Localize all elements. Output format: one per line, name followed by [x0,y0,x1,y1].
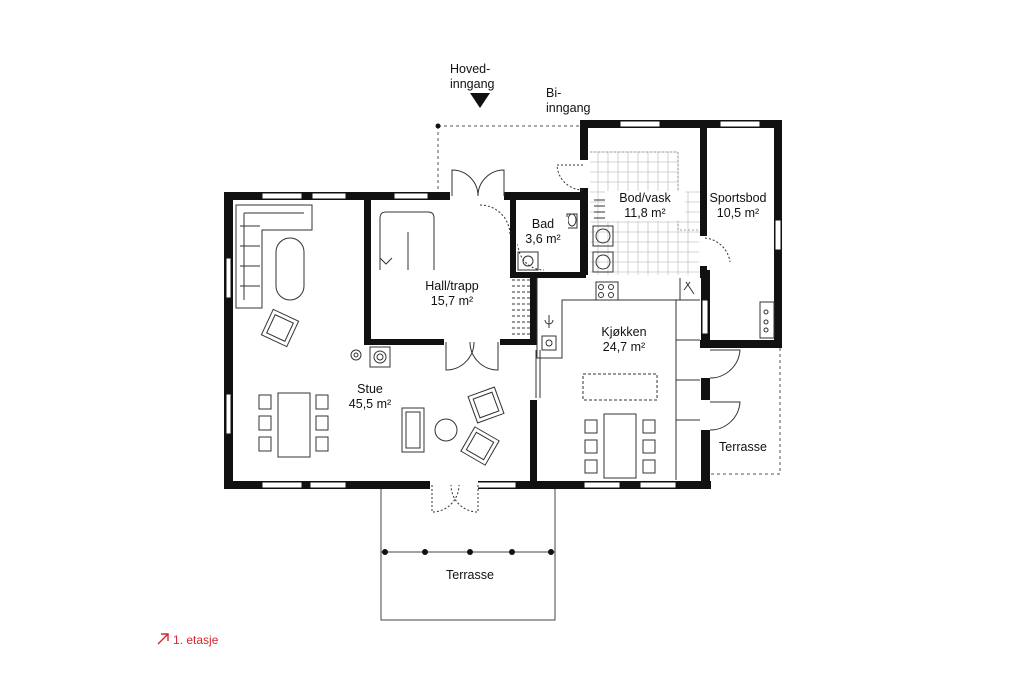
room-name: Hall/trapp [425,279,479,293]
door-openings [430,160,711,490]
room-area: 11,8 m² [605,206,685,221]
room-name: Terrasse [446,568,494,582]
outdoor-outlines [437,125,781,475]
arrow-up-right-icon [157,633,169,645]
terrace-posts [382,549,554,555]
room-name: Stue [357,382,383,396]
windows [225,120,782,489]
room-area: 10,5 m² [716,206,760,220]
walls [224,120,782,489]
floor-caption-text: 1. etasje [173,633,219,647]
room-terrasse-right: Terrasse [708,440,778,455]
room-name: Terrasse [719,440,767,454]
kitchen-fixtures [536,278,700,480]
room-name: Bad [531,217,555,231]
room-area: 24,7 m² [602,340,646,354]
room-name: Kjøkken [601,325,647,339]
room-area: 3,6 m² [525,232,561,246]
stue-furniture [235,204,505,466]
room-name: Sportsbod [709,191,767,205]
room-terrasse-bottom: Terrasse [432,568,508,583]
floor-caption: 1. etasje [156,632,218,647]
stairs [379,211,530,335]
laundry-outline [590,151,700,231]
main-entrance-arrow-icon [470,93,490,108]
room-name: Bod/vask [605,191,685,206]
side-entrance-label: Bi-inngang [546,86,591,115]
fence-post [435,123,441,129]
main-entrance-label: Hoved-inngang [450,62,495,91]
room-area: 15,7 m² [430,294,474,308]
room-area: 45,5 m² [348,397,392,411]
